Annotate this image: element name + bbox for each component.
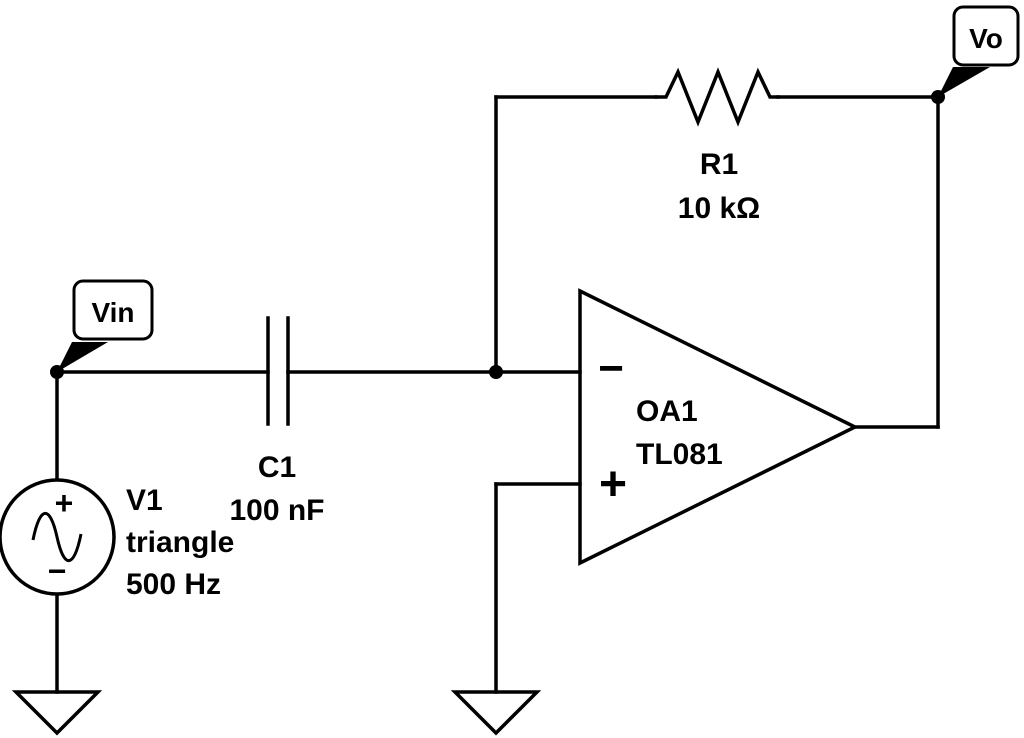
c1-name: C1 xyxy=(258,451,296,484)
opamp-triangle-icon xyxy=(578,288,859,566)
v1-waveform: triangle xyxy=(126,526,234,559)
net-tag-vo-label: Vo xyxy=(969,23,1003,54)
sine-source-icon xyxy=(0,478,116,596)
v1-name: V1 xyxy=(126,484,163,517)
oa1-name: OA1 xyxy=(636,395,698,428)
net-tag-vo: Vo xyxy=(938,5,1020,97)
c1-value: 100 nF xyxy=(229,494,324,527)
net-tag-vin-label: Vin xyxy=(91,297,134,328)
r1-value: 10 kΩ xyxy=(678,192,760,225)
opamp-noninverting-sign: + xyxy=(599,458,627,511)
capacitor-icon xyxy=(266,316,290,426)
net-tag-vin: Vin xyxy=(57,279,154,372)
oa1-part: TL081 xyxy=(636,438,723,471)
junction-dot-feedback xyxy=(489,365,503,379)
ground-icon xyxy=(11,690,103,736)
resistor-icon xyxy=(654,67,780,127)
v1-frequency: 500 Hz xyxy=(126,568,221,601)
source-plus-sign: + xyxy=(55,485,74,521)
ground-icon xyxy=(450,690,542,736)
source-minus-sign: − xyxy=(48,553,67,589)
opamp-inverting-sign: − xyxy=(598,344,624,393)
r1-name: R1 xyxy=(700,148,738,181)
wires xyxy=(55,95,940,694)
